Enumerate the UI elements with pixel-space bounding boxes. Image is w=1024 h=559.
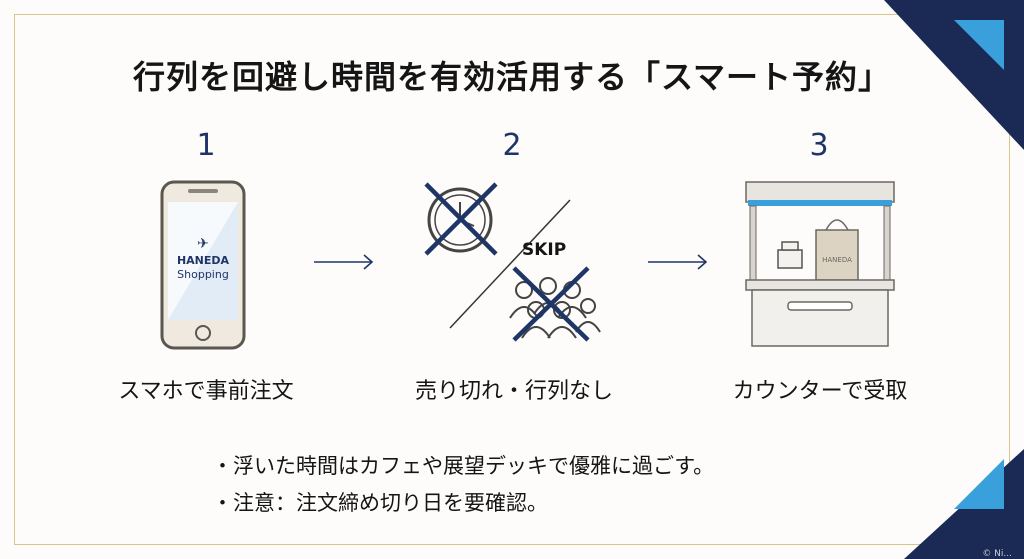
- step-number-1: 1: [196, 128, 216, 163]
- bullet-item: ・注意：注文締め切り日を要確認。: [212, 491, 548, 515]
- smartphone-illustration: ✈ HANEDA Shopping: [160, 180, 246, 350]
- arrow-right-icon: [314, 254, 374, 270]
- step-number-2: 2: [502, 128, 522, 163]
- skip-queue-illustration: SKIP: [420, 178, 610, 348]
- step-label-2: 売り切れ・行列なし: [414, 379, 613, 404]
- bullet-item: ・浮いた時間はカフェや展望デッキで優雅に過ごす。: [212, 454, 715, 478]
- corner-decoration-bottom-right: [904, 449, 1024, 559]
- phone-app-subtitle: Shopping: [177, 268, 229, 281]
- airplane-icon: ✈: [197, 236, 209, 252]
- page-frame: [14, 14, 1010, 545]
- step-number-3: 3: [809, 128, 829, 163]
- skip-label: SKIP: [522, 240, 567, 260]
- arrow-right-icon: [648, 254, 708, 270]
- phone-app-brand: HANEDA: [176, 254, 230, 267]
- footer-watermark: © Ni...: [982, 549, 1012, 559]
- page-title: 行列を回避し時間を有効活用する「スマート予約」: [132, 58, 892, 96]
- corner-decoration-top-right: [884, 0, 1024, 150]
- bag-brand-label: HANEDA: [822, 256, 852, 264]
- step-label-3: カウンターで受取: [732, 379, 908, 404]
- crossed-clock-icon: [424, 182, 601, 342]
- step-label-1: スマホで事前注文: [118, 379, 294, 404]
- pickup-counter-illustration: HANEDA: [744, 180, 896, 348]
